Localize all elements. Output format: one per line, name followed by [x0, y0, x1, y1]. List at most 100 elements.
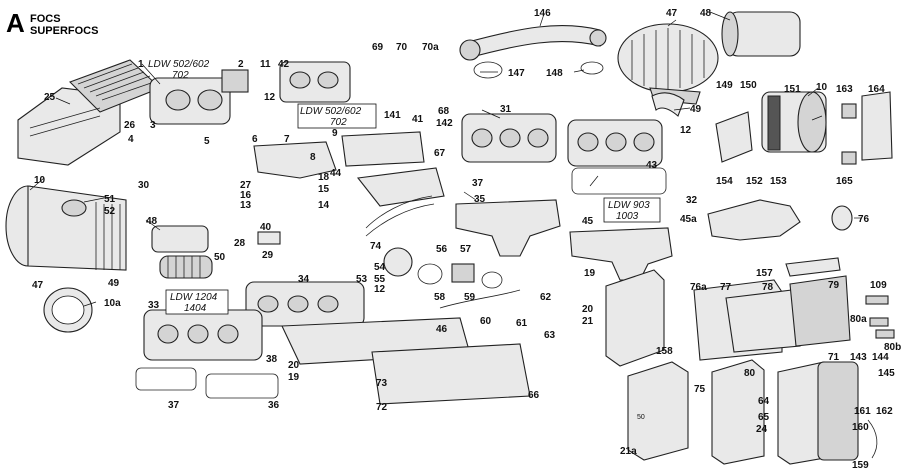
callout-label: 153: [770, 176, 787, 187]
callout-label: 50: [214, 252, 226, 263]
manifold-part-34: [245, 281, 365, 327]
callout-label: 28: [234, 238, 246, 249]
clamp-147: [473, 61, 503, 79]
bracket-part-154: [715, 111, 753, 163]
heat-shield-part-79: [789, 275, 851, 347]
callout-label: 149: [716, 80, 733, 91]
callout-label: 12: [680, 125, 692, 136]
callout-label: 27: [240, 180, 252, 191]
callout-label: 70: [396, 42, 408, 53]
callout-label: 158: [656, 346, 673, 357]
callout-label: 69: [372, 42, 384, 53]
callout-label: 147: [508, 68, 525, 79]
callout-label: 54: [374, 262, 386, 273]
air-cleaner-part-10-left: [5, 185, 127, 271]
part-59: [481, 271, 503, 289]
callout-label: 56: [436, 244, 448, 255]
callout-label: 33: [148, 300, 160, 311]
air-cleaner-body-part-10-right: [761, 91, 827, 153]
callout-label: 35: [474, 194, 486, 205]
part-109: [865, 295, 889, 305]
callout-label: 43: [646, 160, 658, 171]
callout-label: 148: [546, 68, 563, 79]
svg-text:LDW 903: LDW 903: [608, 200, 650, 211]
manifold-part-33: [143, 309, 263, 361]
callout-label: 165: [836, 176, 853, 187]
callout-label: 154: [716, 176, 733, 187]
callout-label: 21a: [620, 446, 637, 457]
svg-text:702: 702: [172, 70, 189, 81]
callout-label: 1: [138, 59, 144, 70]
silencer-part-21a: [627, 361, 689, 461]
callout-label: 76a: [690, 282, 707, 293]
callout-label: 74: [370, 241, 382, 252]
callout-label: 41: [412, 114, 424, 125]
header-letter: A: [6, 8, 25, 38]
callout-label: 145: [878, 368, 895, 379]
callout-label: 32: [686, 195, 698, 206]
callout-label: 20: [288, 360, 300, 371]
callout-label: 6: [252, 134, 258, 145]
svg-text:1003: 1003: [616, 211, 639, 222]
callout-label: 31: [500, 104, 512, 115]
callout-label: 146: [534, 8, 551, 19]
callout-label: 58: [434, 292, 446, 303]
callout-label: 71: [828, 352, 840, 363]
pipe-part-60: [439, 289, 521, 309]
filter-cartridge-part-48: [721, 11, 801, 57]
callout-label: 10: [816, 82, 828, 93]
callout-label: 72: [376, 402, 388, 413]
callout-label: 80: [744, 368, 756, 379]
callout-label: 64: [758, 396, 770, 407]
callout-label: 46: [436, 324, 448, 335]
clamp-148: [580, 61, 604, 75]
part-80a: [869, 317, 889, 327]
callout-label: 143: [850, 352, 867, 363]
filter-cartridge-part-48-left: [151, 225, 209, 253]
air-filter-box-part: [17, 59, 162, 166]
manifold-part-42: [279, 61, 351, 103]
exhaust-manifold-part-35: [455, 199, 561, 257]
callout-label: 37: [472, 178, 484, 189]
callout-label: 52: [104, 206, 116, 217]
callout-label: 40: [260, 222, 272, 233]
callout-label: 29: [262, 250, 274, 261]
callout-label: 144: [872, 352, 889, 363]
callout-label: 60: [480, 316, 492, 327]
callout-label: 80a: [850, 314, 867, 325]
part-drawings: [5, 11, 895, 465]
model-label-ldw502-602-702: LDW 502/602 702: [148, 59, 210, 81]
callout-label: 150: [740, 80, 757, 91]
callout-label: 16: [240, 190, 252, 201]
exhaust-manifold-part-45a: [707, 199, 801, 241]
callout-label: 55: [374, 274, 386, 285]
callout-label: 51: [104, 194, 116, 205]
elbow-part-49: [651, 92, 685, 117]
callout-label: 141: [384, 110, 401, 121]
callout-label: 159: [852, 460, 869, 471]
callout-label: 8: [310, 152, 316, 163]
sensor-part-29: [257, 231, 281, 245]
manifold-part-67: [356, 167, 445, 207]
callout-label: 38: [266, 354, 278, 365]
callout-label: 70a: [422, 42, 439, 53]
callout-label: 3: [150, 120, 156, 131]
svg-text:LDW 1204: LDW 1204: [170, 292, 218, 303]
callout-label: 161: [854, 406, 871, 417]
callout-label: 142: [436, 118, 453, 129]
callout-label: 42: [278, 59, 290, 70]
callout-label: 59: [464, 292, 476, 303]
callout-label: 7: [284, 134, 290, 145]
gasket-part-36: [205, 373, 279, 399]
callout-label: 11: [260, 59, 271, 70]
callout-label: 19: [584, 268, 596, 279]
callout-label: 30: [138, 180, 150, 191]
callout-label: 163: [836, 84, 853, 95]
air-cleaner-part-47: [617, 23, 719, 105]
callout-numbers: 1 2 3 4 5 6 7 8 9 10 10 10a 11 12 12 12 …: [32, 8, 901, 471]
callout-label: 18: [318, 172, 330, 183]
callout-label: 63: [544, 330, 556, 341]
callout-label: 45a: [680, 214, 697, 225]
callout-label: 66: [528, 390, 540, 401]
